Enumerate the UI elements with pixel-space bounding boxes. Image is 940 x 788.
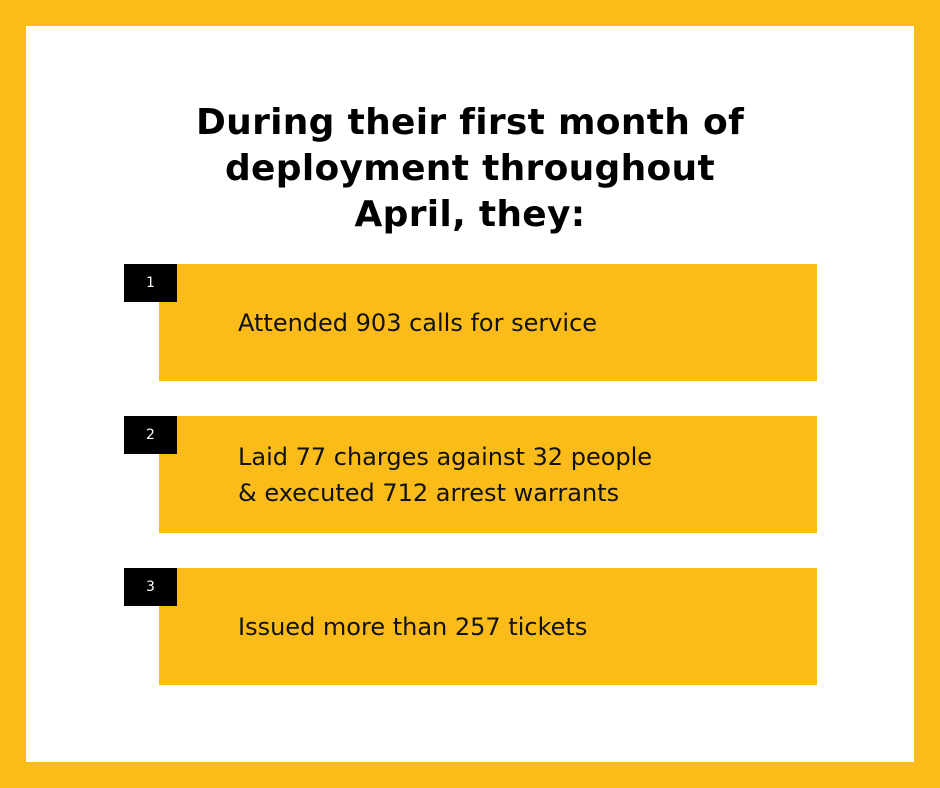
list-item-line: Issued more than 257 tickets <box>238 612 588 641</box>
number-badge-1: 1 <box>124 264 177 302</box>
list-item-text: Laid 77 charges against 32 people & exec… <box>238 416 797 533</box>
list-item-line: Laid 77 charges against 32 people <box>238 442 653 471</box>
title-line-2: deployment throughout <box>224 148 715 189</box>
list-item-line: Attended 903 calls for service <box>238 308 598 337</box>
number-badge-2: 2 <box>124 416 177 454</box>
list-item-3: Issued more than 257 tickets <box>159 568 817 685</box>
number-badge-3: 3 <box>124 568 177 606</box>
list-item-1: Attended 903 calls for service <box>159 264 817 381</box>
page-title: During their first month of deployment t… <box>0 100 940 238</box>
list-item-text: Issued more than 257 tickets <box>238 568 797 685</box>
list-item-line: & executed 712 arrest warrants <box>238 478 620 507</box>
title-line-3: April, they: <box>354 194 586 235</box>
list-item-text: Attended 903 calls for service <box>238 264 797 381</box>
list-item-2: Laid 77 charges against 32 people & exec… <box>159 416 817 533</box>
title-line-1: During their first month of <box>195 102 745 143</box>
